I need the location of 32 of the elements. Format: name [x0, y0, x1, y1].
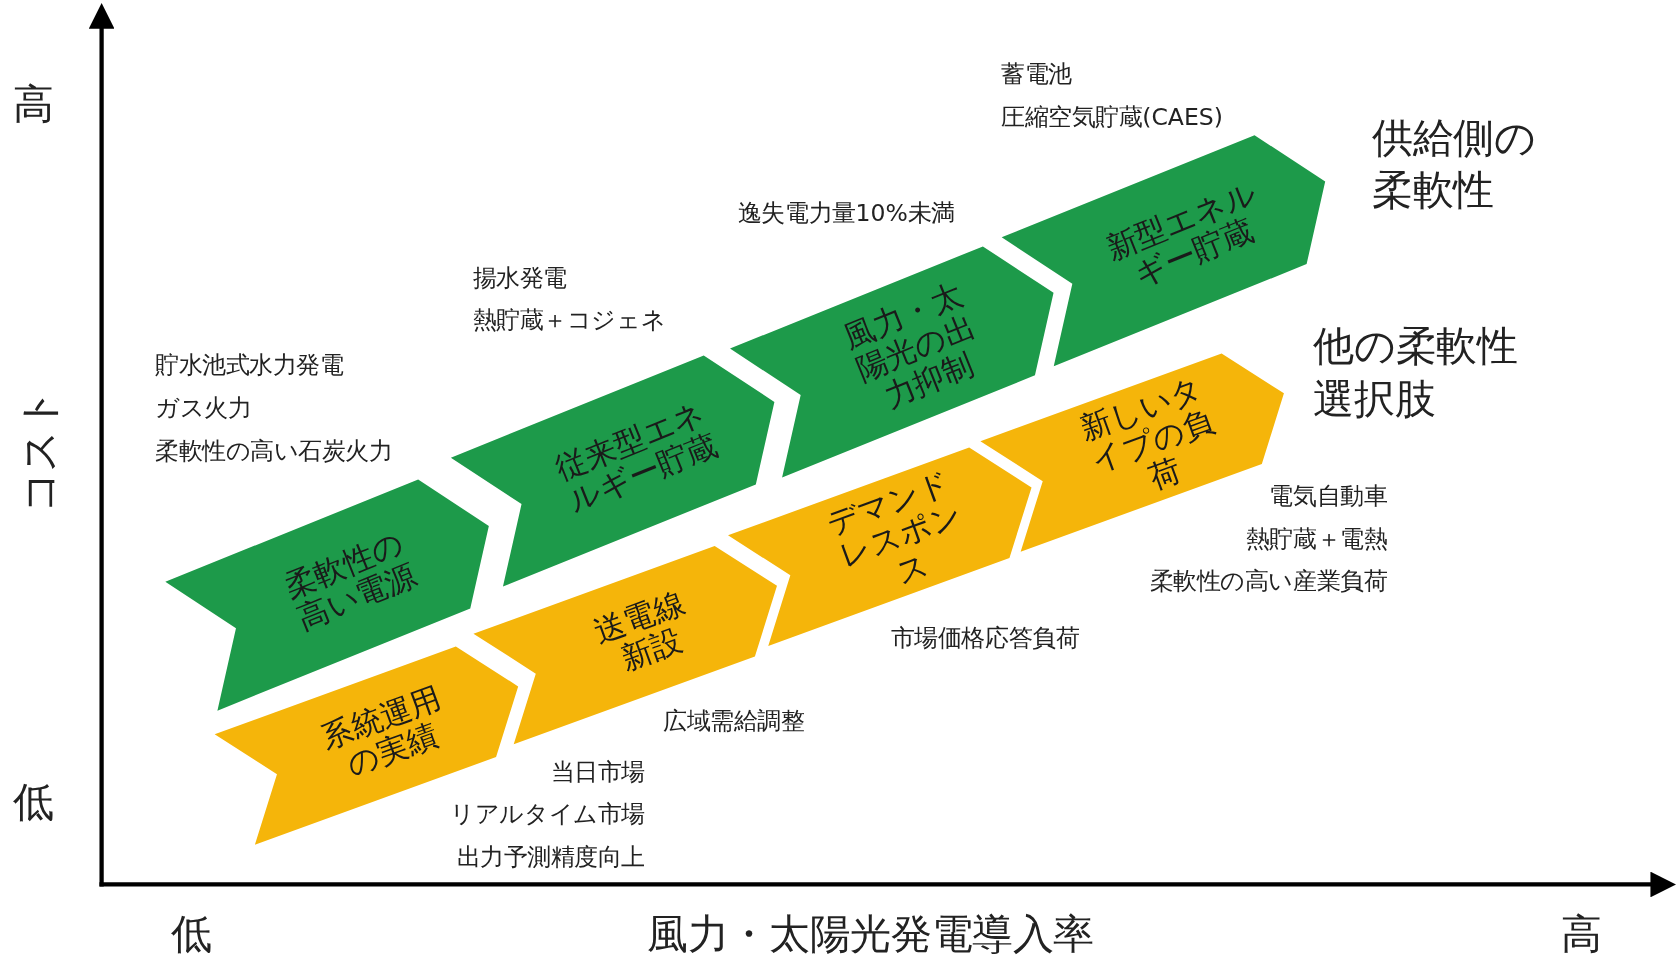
- annotation-text: 電気自動車: [1269, 481, 1388, 512]
- axis-label: 高: [1561, 909, 1603, 960]
- annotation-text: 熱貯蔵＋コジェネ: [472, 305, 666, 336]
- group-label: 供給側の柔軟性: [1372, 113, 1537, 217]
- annotation-text: リアルタイム市場: [450, 800, 645, 830]
- axis-label: コスト: [15, 388, 65, 514]
- annotation-text: 貯水池式水力発電: [155, 350, 344, 381]
- axis-label: 低: [171, 909, 212, 960]
- band-label: 系統運用の実績: [315, 679, 447, 786]
- annotation-text: 出力予測精度向上: [456, 842, 645, 873]
- annotation-text: 柔軟性の高い産業負荷: [1149, 566, 1388, 597]
- annotation-text: 圧縮空気貯蔵(CAES): [1001, 102, 1223, 133]
- band-label: 従来型エネルギー貯蔵: [549, 395, 724, 520]
- band-label: 送電線新設: [588, 583, 691, 680]
- annotation-text: 熱貯蔵＋電熱: [1245, 524, 1388, 554]
- axis-label: 低: [12, 777, 54, 828]
- band-label: 新型エネルギー貯蔵: [1099, 174, 1263, 296]
- annotation-text: 市場価格応答負荷: [890, 623, 1080, 654]
- band-label: 柔軟性の高い電源: [278, 524, 424, 639]
- annotation-text: ガス火力: [155, 393, 252, 424]
- annotation-text: 広域需給調整: [663, 707, 805, 737]
- annotation-text: 逸失電力量10%未満: [737, 199, 955, 229]
- annotation-text: 蓄電池: [1001, 59, 1072, 90]
- band-label: 新しいタイプの負荷: [1073, 370, 1220, 499]
- annotation-text: 揚水発電: [472, 263, 567, 293]
- group-label: 他の柔軟性選択肢: [1313, 322, 1519, 425]
- annotation-text: 柔軟性の高い石炭火力: [155, 436, 393, 467]
- band-label: デマンドレスポンス: [821, 464, 968, 593]
- axis-label: 高: [12, 79, 54, 130]
- band-label: 風力・太陽光の出力抑制: [837, 275, 982, 417]
- axis-label: 風力・太陽光発電導入率: [647, 909, 1095, 960]
- annotation-text: 当日市場: [550, 757, 645, 787]
